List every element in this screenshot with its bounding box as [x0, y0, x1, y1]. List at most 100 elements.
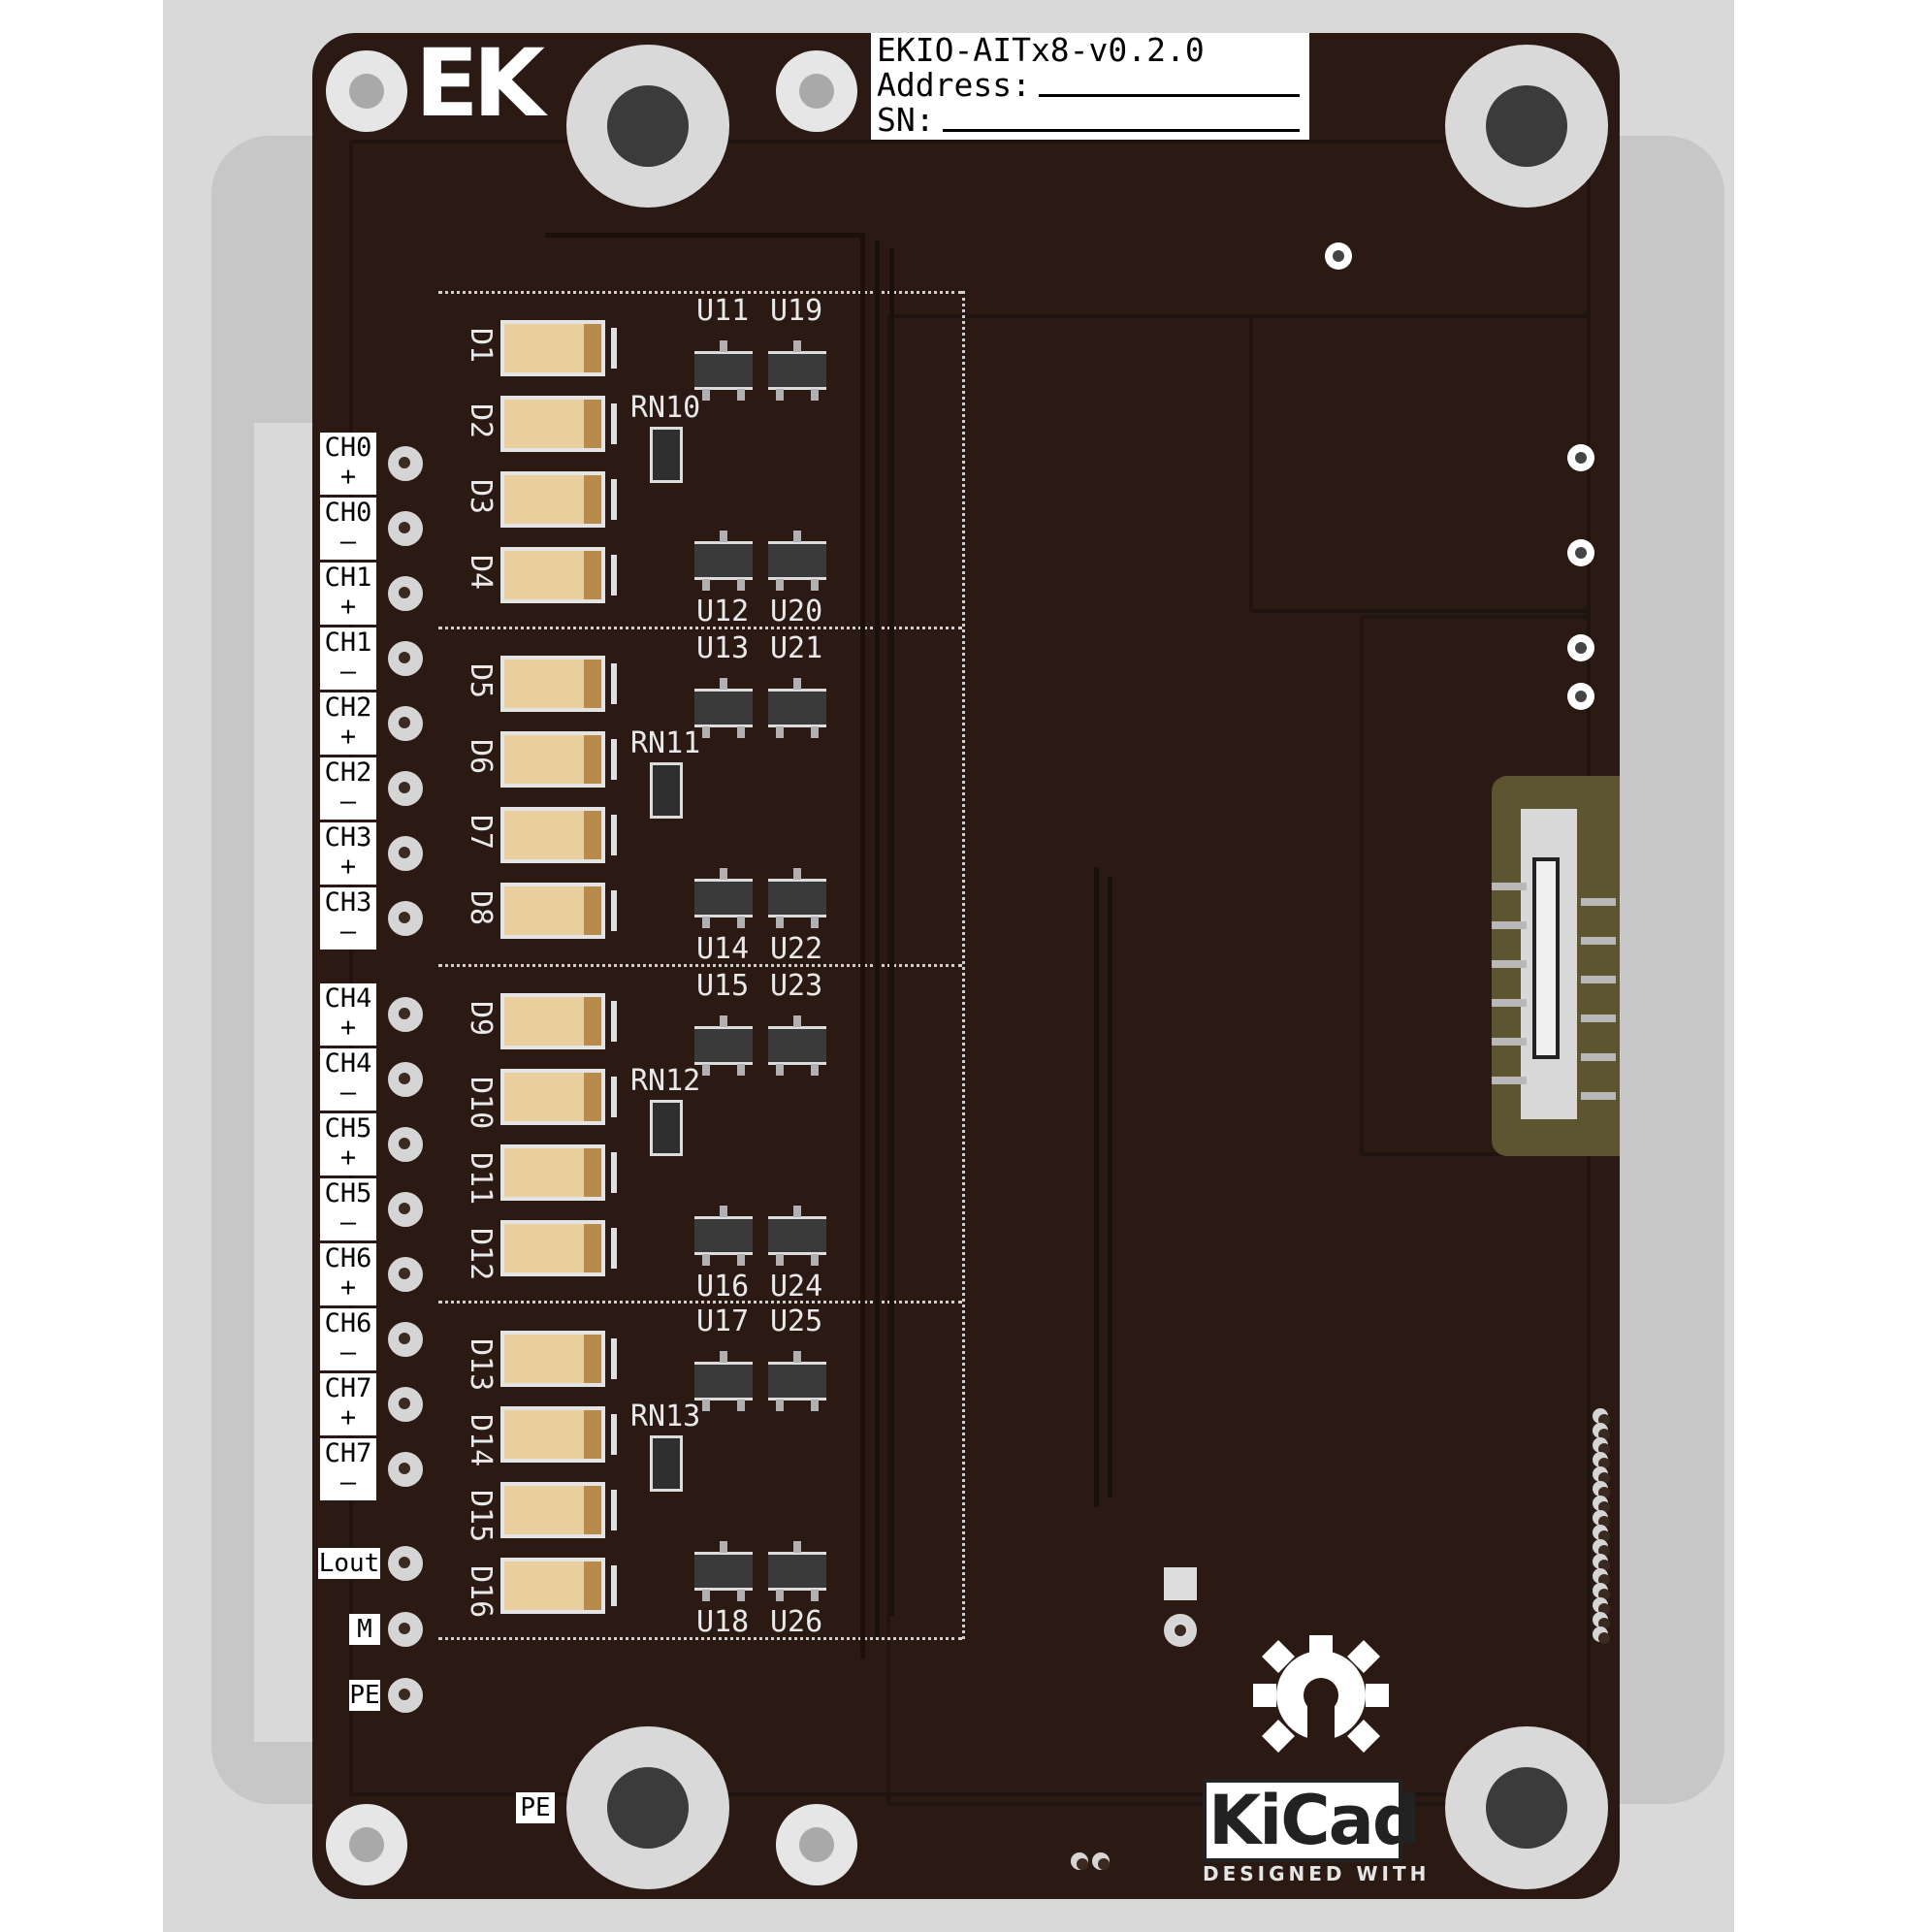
transistor-leg: [737, 579, 745, 591]
diode-body: [500, 547, 605, 603]
transistor-leg: [811, 917, 819, 928]
channel-sign: —: [339, 917, 357, 947]
header-pin: [1593, 1408, 1610, 1426]
terminal-pad: [388, 511, 423, 546]
transistor-leg: [776, 1400, 784, 1411]
diode-label: D1: [464, 328, 498, 364]
transistor-leg: [793, 1206, 801, 1217]
diode-outline: [611, 403, 617, 444]
transistor-leg: [793, 340, 801, 352]
transistor: [694, 1541, 753, 1601]
header-pin: [1593, 1554, 1610, 1571]
transistor-leg: [776, 1064, 784, 1076]
transistor: [694, 678, 753, 738]
channel-sign: +: [339, 722, 357, 752]
header-pin: [1593, 1481, 1610, 1498]
terminal-pad: [388, 1612, 423, 1647]
channel-name: CH1: [324, 628, 372, 658]
sn-label: SN:: [877, 101, 935, 139]
resistor-network: [650, 762, 683, 819]
transistor: [768, 1206, 826, 1266]
channel-label: CH6—: [320, 1308, 376, 1370]
diode-label: D2: [464, 403, 498, 439]
channel-label: CH7+: [320, 1373, 376, 1435]
resistor-network-label: RN10: [630, 391, 701, 425]
test-point: [1071, 1852, 1088, 1870]
terminal-pad: [388, 576, 423, 611]
board-name: EKIO-AITx8-v0.2.0: [877, 31, 1205, 69]
transistor-leg: [720, 340, 727, 352]
transistor-label: U17: [696, 1304, 750, 1338]
fiducial-hole: [776, 50, 857, 132]
transistor-leg: [793, 1541, 801, 1553]
header-pin: [1593, 1612, 1610, 1629]
terminal-pad: [388, 901, 423, 936]
bus-trace: [1108, 877, 1112, 1497]
diode-outline: [611, 1077, 617, 1117]
test-via: [1567, 444, 1594, 471]
transistor-leg: [776, 917, 784, 928]
transistor-leg: [793, 1351, 801, 1363]
diode-outline: [611, 890, 617, 931]
test-via: [1567, 539, 1594, 566]
channel-sign: —: [339, 1467, 357, 1497]
channel-name: CH1: [324, 563, 372, 593]
diode-label: D14: [464, 1414, 498, 1467]
channel-sign: —: [339, 1337, 357, 1368]
transistor-leg: [702, 1400, 710, 1411]
transistor-label: U14: [696, 932, 750, 966]
transistor: [694, 531, 753, 591]
fiducial-hole: [326, 50, 407, 132]
kicad-tagline: DESIGNED WITH: [1203, 1862, 1431, 1885]
diode-body: [500, 1144, 605, 1201]
transistor-leg: [720, 868, 727, 880]
header-pin: [1593, 1423, 1610, 1440]
transistor-leg: [702, 389, 710, 401]
section-line: [438, 291, 962, 294]
diode-outline: [611, 328, 617, 369]
diode-label: D3: [464, 479, 498, 515]
channel-name: CH4: [324, 983, 372, 1014]
transistor-leg: [720, 1015, 727, 1027]
channel-name: CH3: [324, 822, 372, 853]
diode-body: [500, 807, 605, 863]
channel-name: CH5: [324, 1178, 372, 1208]
resistor-network-label: RN13: [630, 1400, 701, 1433]
transistor: [694, 1015, 753, 1076]
diode-outline: [611, 1228, 617, 1269]
transistor-label: U22: [770, 932, 823, 966]
diode-label: D16: [464, 1565, 498, 1619]
transistor-leg: [776, 1590, 784, 1601]
mounting-hole: [566, 45, 729, 208]
section-line: [438, 964, 962, 967]
transistor-leg: [702, 1254, 710, 1266]
terminal-pad: [388, 1452, 423, 1487]
transistor: [768, 1541, 826, 1601]
transistor-leg: [702, 917, 710, 928]
channel-label: CH7—: [320, 1438, 376, 1500]
channel-label: CH3+: [320, 822, 376, 885]
diode-label: D10: [464, 1077, 498, 1130]
transistor-leg: [702, 1064, 710, 1076]
connector-pin: [1492, 999, 1527, 1007]
transistor-leg: [811, 579, 819, 591]
diode-body: [500, 993, 605, 1049]
channel-label: CH6+: [320, 1243, 376, 1305]
transistor-label: U26: [770, 1605, 823, 1639]
terminal-pad: [388, 1546, 423, 1581]
transistor-label: U20: [770, 595, 823, 628]
diode-label: D13: [464, 1338, 498, 1392]
transistor: [694, 1206, 753, 1266]
transistor-leg: [811, 1254, 819, 1266]
channel-label: CH0—: [320, 498, 376, 560]
terminal-pad: [388, 1192, 423, 1227]
channel-sign: +: [339, 852, 357, 882]
transistor-leg: [737, 1064, 745, 1076]
transistor-leg: [776, 389, 784, 401]
diode-body: [500, 1069, 605, 1125]
transistor-leg: [811, 726, 819, 738]
diode-label: D9: [464, 1001, 498, 1037]
diode-label: D15: [464, 1490, 498, 1543]
transistor-leg: [776, 1254, 784, 1266]
channel-sign: —: [339, 787, 357, 817]
